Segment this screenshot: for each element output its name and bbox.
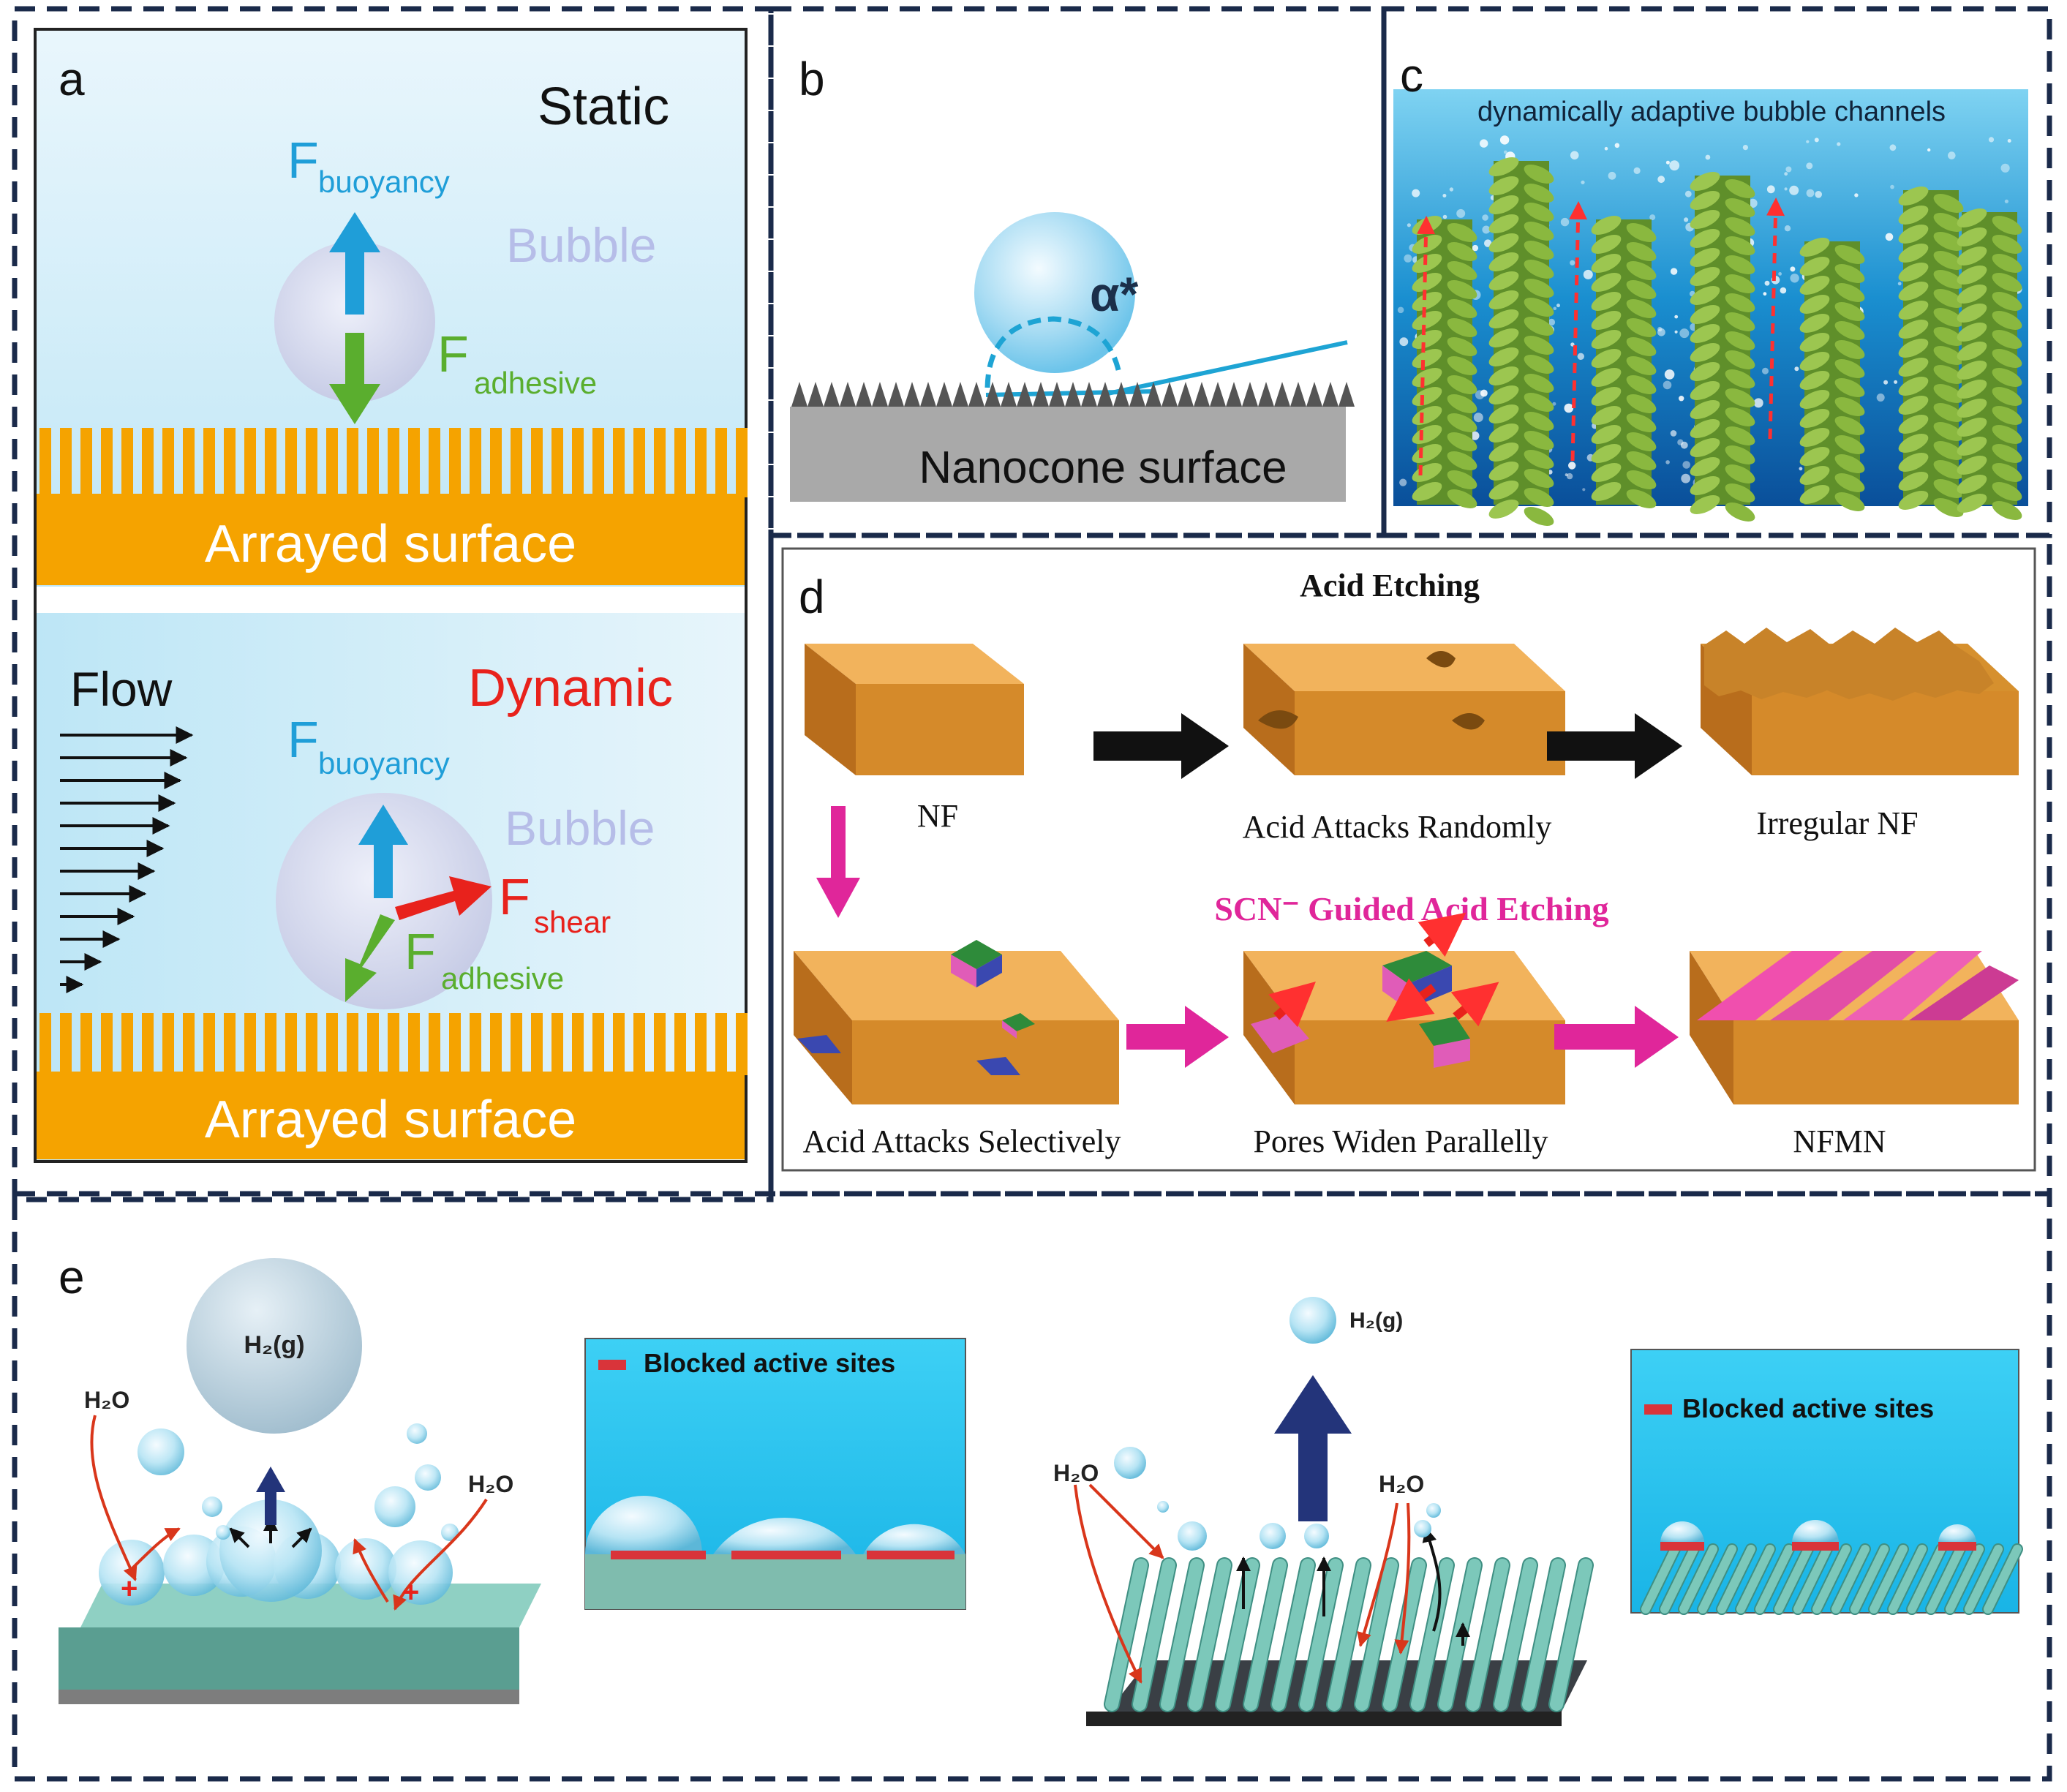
step-irregular-nf: Irregular NF	[1756, 805, 1918, 841]
dynamic-bubble-label: Bubble	[505, 801, 655, 855]
dashed-borders	[12, 6, 2052, 1782]
static-adhesive-sub: adhesive	[474, 366, 597, 400]
nanocone-substrate	[790, 407, 1346, 502]
static-buoyancy-arrow	[329, 212, 380, 315]
panel-a-label: a	[59, 53, 85, 105]
panel-a-divider	[37, 587, 745, 613]
flat-h2o-left: H₂O	[84, 1387, 129, 1413]
arrow-top-2	[1547, 713, 1682, 779]
slab-irregular	[1701, 628, 2019, 775]
static-adhesive-F: F	[437, 325, 469, 383]
nanoarray-scene: H₂(g) H₂O H₂O	[1053, 1297, 1594, 1726]
static-buoyancy-F: F	[287, 132, 319, 189]
nanocones	[791, 382, 1355, 407]
step-nfmn: NFMN	[1793, 1123, 1886, 1159]
dynamic-pillars	[39, 1013, 748, 1075]
arrow-down	[816, 806, 860, 918]
scn-guided-title: SCN⁻ Guided Acid Etching	[1214, 890, 1608, 927]
slab-widen	[1243, 912, 1565, 1104]
step-acid-attacks-randomly: Acid Attacks Randomly	[1243, 809, 1552, 845]
blocked-sites-box-2: Blocked active sites	[1630, 1349, 2023, 1615]
contact-angle-arc	[984, 316, 1122, 388]
bubble-path-arrows	[1417, 197, 1785, 476]
panel-e-label: e	[59, 1251, 85, 1303]
blocked-sites-box-1: Blocked active sites	[584, 1338, 966, 1610]
static-pillars	[39, 428, 748, 497]
arrow-top-1	[1093, 713, 1229, 779]
dynamic-mode-label: Dynamic	[468, 659, 673, 718]
flat-h2g-label: H₂(g)	[244, 1331, 304, 1359]
dynamic-buoyancy-F: F	[287, 711, 319, 768]
dynamic-shear-sub: shear	[534, 905, 611, 939]
dynamic-adhesive-arrow	[345, 914, 395, 1002]
panel-d: d Acid Etching NF Acid Attacks Randomly	[781, 547, 2036, 1172]
svg-text:+: +	[402, 1576, 419, 1608]
dynamic-adhesive-sub: adhesive	[441, 961, 564, 995]
dynamic-adhesive-F: F	[404, 923, 436, 980]
dynamic-shear-F: F	[499, 868, 530, 925]
channels-caption: dynamically adaptive bubble channels	[1477, 97, 1946, 127]
panel-a: a Static Bubble F buoyancy F adhesive Ar…	[34, 28, 748, 1163]
flow-arrows	[60, 726, 194, 993]
dynamic-surface-base	[37, 1072, 745, 1159]
step-nf: NF	[917, 798, 958, 834]
panel-b: b α* Nanocone surface	[790, 53, 1355, 502]
tangent-line	[1107, 340, 1348, 396]
static-surface-label: Arrayed surface	[205, 515, 576, 573]
panel-c-label: c	[1400, 49, 1423, 102]
dynamic-buoyancy-arrow	[358, 805, 408, 898]
slab-selective	[794, 940, 1119, 1104]
array-h2o-right: H₂O	[1379, 1471, 1424, 1497]
array-h2o-left: H₂O	[1053, 1460, 1099, 1486]
static-mode-label: Static	[538, 78, 669, 136]
border-b	[768, 6, 1387, 538]
panel-a-frame	[34, 28, 748, 1163]
slab-nfmn	[1690, 951, 2019, 1104]
dynamic-shear-arrow	[395, 876, 492, 920]
contact-angle-label: α*	[1090, 267, 1139, 321]
flow-label: Flow	[70, 662, 173, 716]
border-e	[12, 1191, 2052, 1782]
dynamic-buoyancy-sub: buoyancy	[318, 746, 450, 780]
dynamic-surface-label: Arrayed surface	[205, 1091, 576, 1149]
flat-h2o-right: H₂O	[468, 1471, 513, 1497]
static-bubble	[274, 241, 435, 402]
arrow-bottom-2	[1554, 1006, 1679, 1068]
h2-bubble-large	[187, 1258, 362, 1434]
panel-c: c dynamically adaptive bubble channels	[1393, 49, 2028, 526]
nanoforest-columns	[1412, 157, 2022, 526]
panel-b-label: b	[799, 53, 825, 105]
array-up-arrow	[1274, 1375, 1352, 1521]
static-adhesive-arrow	[329, 333, 380, 424]
arrow-bottom-1	[1126, 1006, 1229, 1068]
step-pores-widen-parallelly: Pores Widen Parallelly	[1253, 1123, 1548, 1159]
blocked-label-2: Blocked active sites	[1682, 1393, 1934, 1423]
static-surface-base	[37, 494, 745, 585]
panel-d-label: d	[799, 571, 825, 623]
array-h2g-label: H₂(g)	[1349, 1309, 1403, 1333]
step-acid-attacks-selectively: Acid Attacks Selectively	[803, 1123, 1121, 1159]
flat-electrode-scene: H₂(g) H₂O H₂O + +	[59, 1258, 541, 1704]
slab-random	[1243, 644, 1565, 775]
acid-etching-title: Acid Etching	[1300, 568, 1480, 603]
dynamic-bubble	[276, 793, 492, 1009]
nanocone-surface-label: Nanocone surface	[919, 443, 1287, 493]
flat-up-arrow	[256, 1467, 285, 1525]
slab-nf	[805, 644, 1024, 775]
blocked-label-1: Blocked active sites	[644, 1348, 895, 1378]
static-bubble-label: Bubble	[506, 218, 657, 272]
panel-e: e H₂(g) H₂O H₂O + + Blocked active sites	[59, 1251, 2023, 1726]
h2-bubble-small	[1289, 1297, 1336, 1344]
static-buoyancy-sub: buoyancy	[318, 165, 450, 199]
svg-text:+: +	[121, 1573, 138, 1605]
